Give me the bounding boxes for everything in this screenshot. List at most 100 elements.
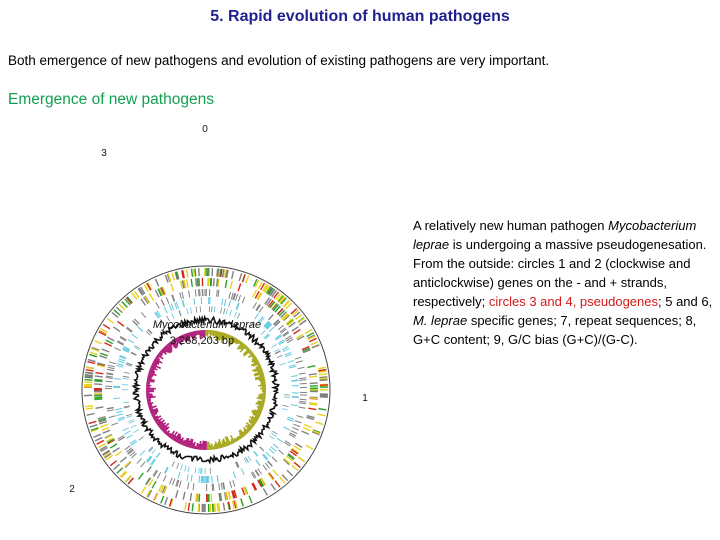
gc-bias-mark xyxy=(254,376,265,381)
gene-mark xyxy=(99,445,108,451)
pseudogene-mark xyxy=(174,302,178,310)
gene-mark xyxy=(254,279,260,288)
gc-bias-mark xyxy=(147,403,153,407)
gc-bias-mark xyxy=(152,415,156,418)
pseudogene-mark xyxy=(218,483,221,491)
pseudogene-mark xyxy=(263,320,269,327)
gc-bias-mark xyxy=(148,370,155,375)
gene-mark xyxy=(266,286,272,294)
gc-bias-mark xyxy=(149,369,156,373)
pseudogene-mark xyxy=(188,290,191,298)
specific-gene-mark xyxy=(130,352,137,356)
gene-mark xyxy=(304,328,313,335)
pseudogene-mark xyxy=(119,355,126,360)
gc-bias-mark xyxy=(221,443,224,448)
gene-mark xyxy=(291,447,300,454)
pseudogene-mark xyxy=(122,427,129,432)
pseudogene-mark xyxy=(163,306,168,314)
gene-mark xyxy=(216,503,219,512)
gene-mark xyxy=(268,287,274,296)
gene-mark xyxy=(96,363,106,367)
gc-bias-mark xyxy=(258,396,266,399)
gene-mark xyxy=(302,349,311,354)
gc-bias-mark xyxy=(146,394,153,398)
gene-mark xyxy=(224,279,228,288)
pseudogene-mark xyxy=(107,368,115,372)
gene-mark xyxy=(94,378,103,382)
gc-bias-mark xyxy=(152,362,158,366)
pseudogene-mark xyxy=(230,292,234,300)
gene-mark xyxy=(101,426,110,432)
gc-bias-mark xyxy=(150,409,159,414)
gc-bias-mark xyxy=(166,343,173,352)
gene-mark xyxy=(179,280,184,289)
specific-gene-mark xyxy=(130,424,137,429)
gene-mark xyxy=(124,461,132,468)
gene-mark xyxy=(305,444,314,450)
gc-bias-mark xyxy=(148,405,153,408)
gc-bias-mark xyxy=(146,378,155,382)
gene-mark xyxy=(99,352,108,357)
gene-mark xyxy=(264,297,271,305)
gc-bias-mark xyxy=(171,340,178,349)
gc-bias-mark xyxy=(147,375,153,378)
pseudogene-mark xyxy=(171,294,176,302)
gene-mark xyxy=(140,486,147,494)
caption-highlight: circles 3 and 4, pseudogenes xyxy=(488,294,658,309)
gc-bias-mark xyxy=(251,366,262,372)
gene-mark xyxy=(153,493,159,501)
gene-mark xyxy=(102,449,110,456)
gene-mark xyxy=(237,283,242,292)
gene-mark xyxy=(98,419,107,423)
gene-mark xyxy=(283,300,290,308)
gc-bias-mark xyxy=(189,331,193,338)
gene-mark xyxy=(190,278,193,288)
gene-mark xyxy=(85,404,94,408)
gene-mark xyxy=(293,311,301,318)
pseudogene-mark xyxy=(285,336,293,342)
gene-mark xyxy=(164,274,169,283)
pseudogene-mark xyxy=(286,418,294,422)
gc-bias-mark xyxy=(213,443,217,450)
gene-mark xyxy=(98,443,106,449)
pseudogene-mark xyxy=(283,426,291,431)
specific-gene-mark xyxy=(179,310,182,317)
gc-bias-mark xyxy=(254,415,260,420)
gene-mark xyxy=(218,503,221,512)
gc-bias-mark xyxy=(233,438,237,443)
gene-mark xyxy=(277,295,284,303)
gc-bias-mark xyxy=(175,337,180,344)
pseudogene-mark xyxy=(275,335,282,341)
specific-gene-mark xyxy=(128,420,135,424)
specific-gene-mark xyxy=(198,467,200,474)
gc-bias-mark xyxy=(239,344,247,353)
pseudogene-mark xyxy=(105,375,113,378)
gene-mark xyxy=(308,403,318,406)
pseudogene-mark xyxy=(270,446,277,452)
gc-bias-mark xyxy=(250,418,257,424)
gene-mark xyxy=(280,297,287,305)
gene-mark xyxy=(102,429,111,434)
gc-bias-mark xyxy=(147,376,152,380)
gene-mark xyxy=(119,456,127,463)
pseudogene-mark xyxy=(268,448,275,454)
gc-bias-mark xyxy=(178,336,182,342)
gene-mark xyxy=(99,420,108,425)
gc-bias-mark xyxy=(253,409,262,414)
pseudogene-mark xyxy=(114,347,121,351)
pseudogene-mark xyxy=(241,296,246,304)
pseudogene-mark xyxy=(279,327,286,333)
pseudogene-mark xyxy=(171,294,175,302)
gene-mark xyxy=(232,490,236,499)
gene-mark xyxy=(275,292,282,301)
gene-mark xyxy=(106,336,115,342)
pseudogene-mark xyxy=(292,426,299,431)
gene-mark xyxy=(159,287,165,296)
gc-bias-mark xyxy=(234,338,239,344)
gene-mark xyxy=(91,347,100,352)
pseudogene-mark xyxy=(125,327,133,333)
pseudogene-mark xyxy=(129,451,136,457)
gc-bias-mark xyxy=(250,360,260,367)
specific-gene-mark xyxy=(156,452,161,459)
pseudogene-mark xyxy=(115,407,123,411)
